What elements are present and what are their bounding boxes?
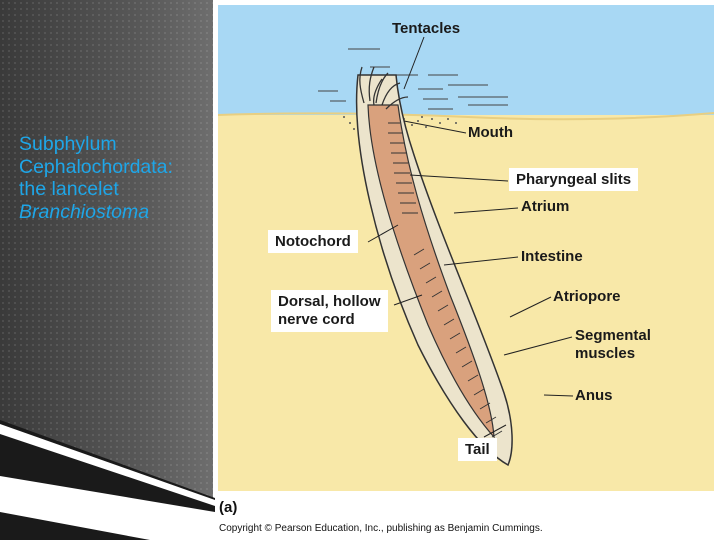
title-panel: Subphylum Cephalochordata: the lancelet … (0, 0, 213, 540)
label-segmental-line-2: muscles (575, 345, 636, 362)
label-atrium: Atrium (521, 198, 570, 215)
label-dorsal-line-2: nerve cord (278, 311, 355, 328)
title-line-2: Cephalochordata: (19, 155, 173, 178)
label-dorsal-line-1: Dorsal, hollow (278, 293, 381, 310)
lancelet-figure: Tentacles Mouth Pharyngeal slits Atrium … (218, 5, 714, 491)
white-stripe (0, 424, 215, 506)
white-wedge (0, 476, 215, 540)
pharyngeal-slits-lines (388, 122, 418, 214)
water (218, 5, 714, 117)
copyright-notice: Copyright © Pearson Education, Inc., pub… (219, 523, 543, 534)
label-mouth: Mouth (468, 124, 513, 141)
title-genus: Branchiostoma (19, 200, 150, 223)
title-line-3: the lancelet (19, 178, 119, 200)
sand-surface (218, 112, 714, 121)
figure-panel-letter: (a) (219, 499, 238, 516)
label-anus: Anus (575, 387, 613, 404)
label-notochord: Notochord (268, 230, 358, 253)
label-tentacles: Tentacles (392, 20, 461, 37)
label-segmental-muscles: Segmental muscles (575, 327, 651, 363)
label-segmental-line-1: Segmental (575, 327, 651, 344)
water-ripples (318, 48, 508, 110)
label-atriopore: Atriopore (553, 288, 621, 305)
decorative-stripes (0, 420, 215, 540)
label-intestine: Intestine (521, 248, 583, 265)
title-line-1: Subphylum (19, 133, 117, 155)
label-dorsal-nerve-cord: Dorsal, hollow nerve cord (271, 290, 388, 332)
label-pharyngeal-slits: Pharyngeal slits (509, 168, 639, 191)
label-tail: Tail (458, 438, 497, 461)
slide-title: Subphylum Cephalochordata: the lancelet … (19, 133, 213, 223)
tentacles-drawing (359, 66, 409, 110)
